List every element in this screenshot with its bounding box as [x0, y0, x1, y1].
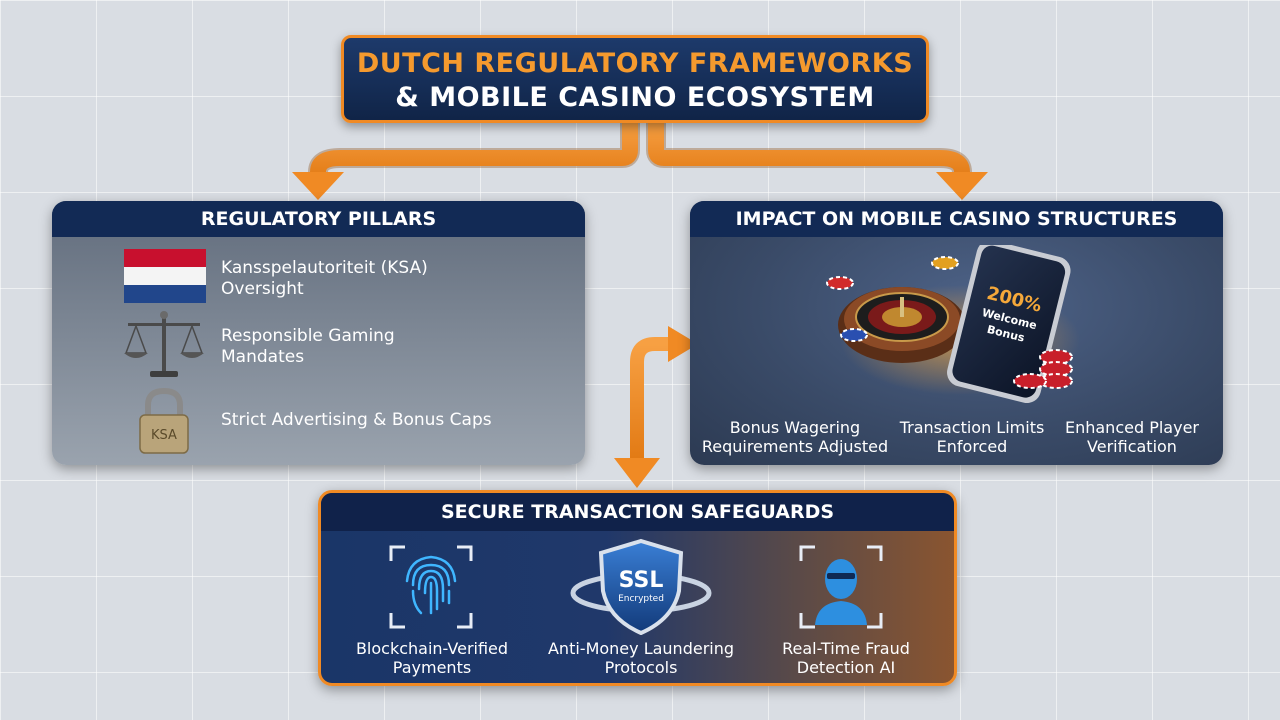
casino-chips-icon [826, 256, 1073, 389]
impact-item-transaction-limits: Transaction Limits Enforced [886, 418, 1058, 456]
safeguards-header: SECURE TRANSACTION SAFEGUARDS [321, 493, 954, 531]
pillar-rg-line-2: Mandates [221, 347, 305, 367]
safeguard-aml-line-2: Protocols [604, 658, 678, 677]
regulatory-pillars-panel: REGULATORY PILLARS Kansspelautoriteit (K… [52, 201, 585, 465]
pillar-adv-line-1: Strict Advertising & Bonus Caps [221, 410, 492, 430]
padlock-icon: KSA [139, 387, 189, 454]
shield-ssl-text: SSL [619, 568, 664, 593]
impact-wagering-line-1: Bonus Wagering [729, 418, 861, 437]
title-line-1: DUTCH REGULATORY FRAMEWORKS [356, 48, 914, 79]
safeguard-aml-line-1: Anti-Money Laundering [547, 639, 735, 658]
safeguard-blockchain-line-2: Payments [392, 658, 472, 677]
impact-item-player-verification: Enhanced Player Verification [1056, 418, 1208, 456]
padlock-icon-label: KSA [151, 428, 177, 443]
safeguards-panel: SECURE TRANSACTION SAFEGUARDS Blockchain… [318, 490, 957, 686]
arrowhead-impact [936, 172, 988, 200]
pillar-item-ksa: Kansspelautoriteit (KSA) Oversight [221, 258, 428, 300]
shield-encrypted-text: Encrypted [618, 594, 664, 604]
safeguard-blockchain-line-1: Blockchain-Verified [355, 639, 509, 658]
scales-icon [124, 311, 204, 377]
fingerprint-icon [389, 545, 473, 629]
safeguard-item-fraud-ai: Real-Time Fraud Detection AI [751, 639, 941, 677]
arrowhead-impact-side [668, 326, 698, 362]
dutch-flag-icon [124, 249, 206, 303]
smartphone-icon: 200% Welcome Bonus [947, 245, 1071, 404]
safeguard-item-blockchain: Blockchain-Verified Payments [337, 639, 527, 677]
regulatory-pillars-header: REGULATORY PILLARS [52, 201, 585, 237]
impact-item-bonus-wagering: Bonus Wagering Requirements Adjusted [690, 418, 900, 456]
arrow-safeguards-impact [630, 337, 672, 460]
arrowhead-safeguards [614, 458, 660, 488]
pillar-ksa-line-2: Oversight [221, 279, 304, 299]
ssl-shield-icon: SSL Encrypted [570, 538, 712, 635]
pillar-ksa-line-1: Kansspelautoriteit (KSA) [221, 258, 428, 278]
impact-limits-line-2: Enforced [936, 437, 1008, 456]
ai-face-scan-icon [799, 545, 883, 629]
safeguard-item-aml: Anti-Money Laundering Protocols [531, 639, 751, 677]
title-box: DUTCH REGULATORY FRAMEWORKS & MOBILE CAS… [341, 35, 929, 123]
impact-verification-line-2: Verification [1087, 437, 1177, 456]
pillar-rg-line-1: Responsible Gaming [221, 326, 395, 346]
impact-panel: IMPACT ON MOBILE CASINO STRUCTURES [690, 201, 1223, 465]
impact-wagering-line-2: Requirements Adjusted [701, 437, 889, 456]
roulette-wheel-icon [838, 287, 966, 363]
safeguard-fraud-line-2: Detection AI [796, 658, 896, 677]
safeguard-fraud-line-1: Real-Time Fraud [782, 639, 910, 658]
impact-verification-line-1: Enhanced Player [1064, 418, 1199, 437]
pillar-item-responsible-gaming: Responsible Gaming Mandates [221, 326, 395, 368]
arrowhead-pillars [292, 172, 344, 200]
pillar-item-advertising: Strict Advertising & Bonus Caps [221, 410, 492, 431]
title-line-2: & MOBILE CASINO ECOSYSTEM [395, 82, 875, 113]
casino-illustration: 200% Welcome Bonus [826, 245, 1080, 404]
impact-limits-line-1: Transaction Limits [899, 418, 1045, 437]
impact-header: IMPACT ON MOBILE CASINO STRUCTURES [690, 201, 1223, 237]
